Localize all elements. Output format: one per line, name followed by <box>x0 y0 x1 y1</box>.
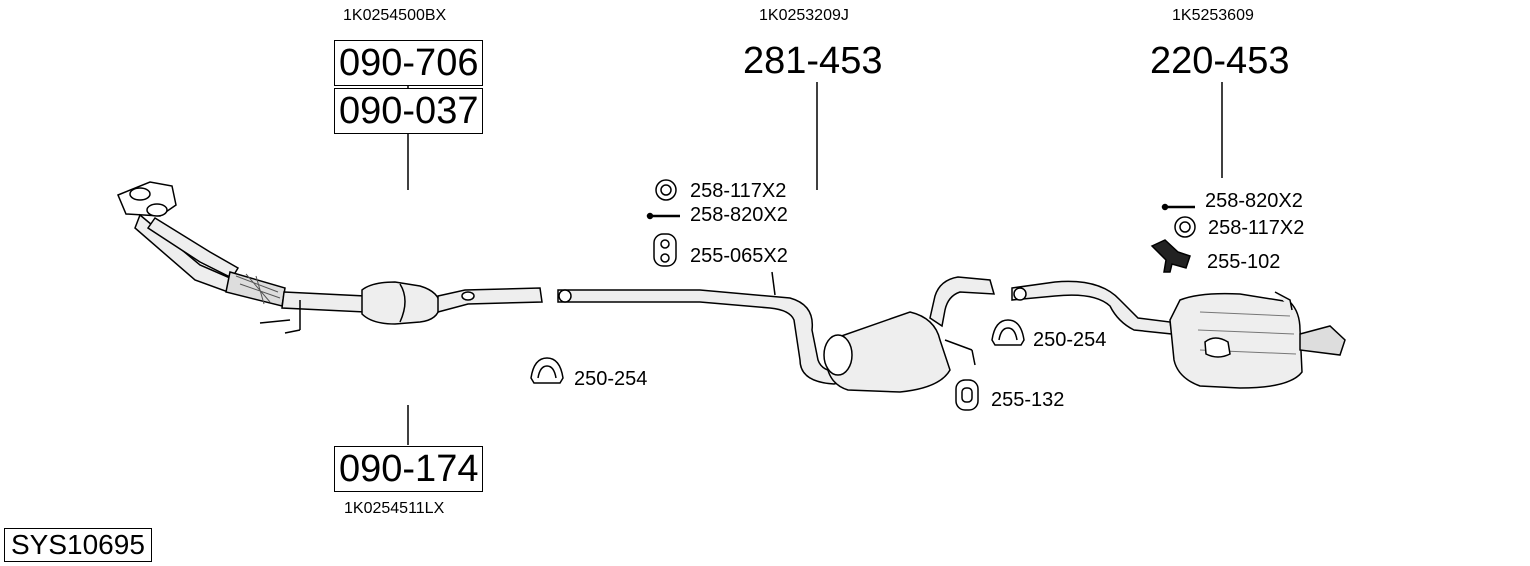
system-code-box: SYS10695 <box>4 528 152 562</box>
rubber-mount-icon <box>955 379 979 411</box>
part-number-label[interactable]: 220-453 <box>1150 40 1290 82</box>
rubber-mount-icon <box>653 233 677 267</box>
oe-number-label: 1K5253609 <box>1172 7 1254 24</box>
ring-icon <box>1174 216 1196 238</box>
oe-number-label: 1K0253209J <box>759 7 849 24</box>
accessory-label[interactable]: 258-820X2 <box>1205 190 1303 212</box>
part-number-label[interactable]: 281-453 <box>743 40 883 82</box>
part-number-box[interactable]: 090-037 <box>334 88 484 134</box>
accessory-label[interactable]: 255-132 <box>991 389 1065 411</box>
accessory-label[interactable]: 258-117X2 <box>690 180 787 202</box>
clamp-icon <box>991 319 1025 346</box>
rear-pipe-muffler <box>1011 280 1346 389</box>
part-number-box[interactable]: 090-174 <box>334 446 484 492</box>
middle-pipe-muffler <box>557 271 996 393</box>
bracket-icon <box>1150 239 1191 273</box>
oe-number-label: 1K0254500BX <box>343 7 447 24</box>
accessory-label[interactable]: 258-820X2 <box>690 204 788 226</box>
accessory-label[interactable]: 255-065X2 <box>690 245 788 267</box>
bolt-icon <box>646 212 680 220</box>
front-pipe-catalyst <box>117 181 543 334</box>
accessory-label[interactable]: 255-102 <box>1207 251 1281 273</box>
accessory-icons <box>530 179 1196 411</box>
accessory-label[interactable]: 258-117X2 <box>1208 217 1305 239</box>
oe-number-label: 1K0254511LX <box>344 500 445 517</box>
part-number-box[interactable]: 090-706 <box>334 40 484 86</box>
bolt-icon <box>1161 203 1195 211</box>
clamp-icon <box>530 357 564 384</box>
ring-icon <box>655 179 677 201</box>
accessory-label[interactable]: 250-254 <box>574 368 648 390</box>
accessory-label[interactable]: 250-254 <box>1033 329 1107 351</box>
